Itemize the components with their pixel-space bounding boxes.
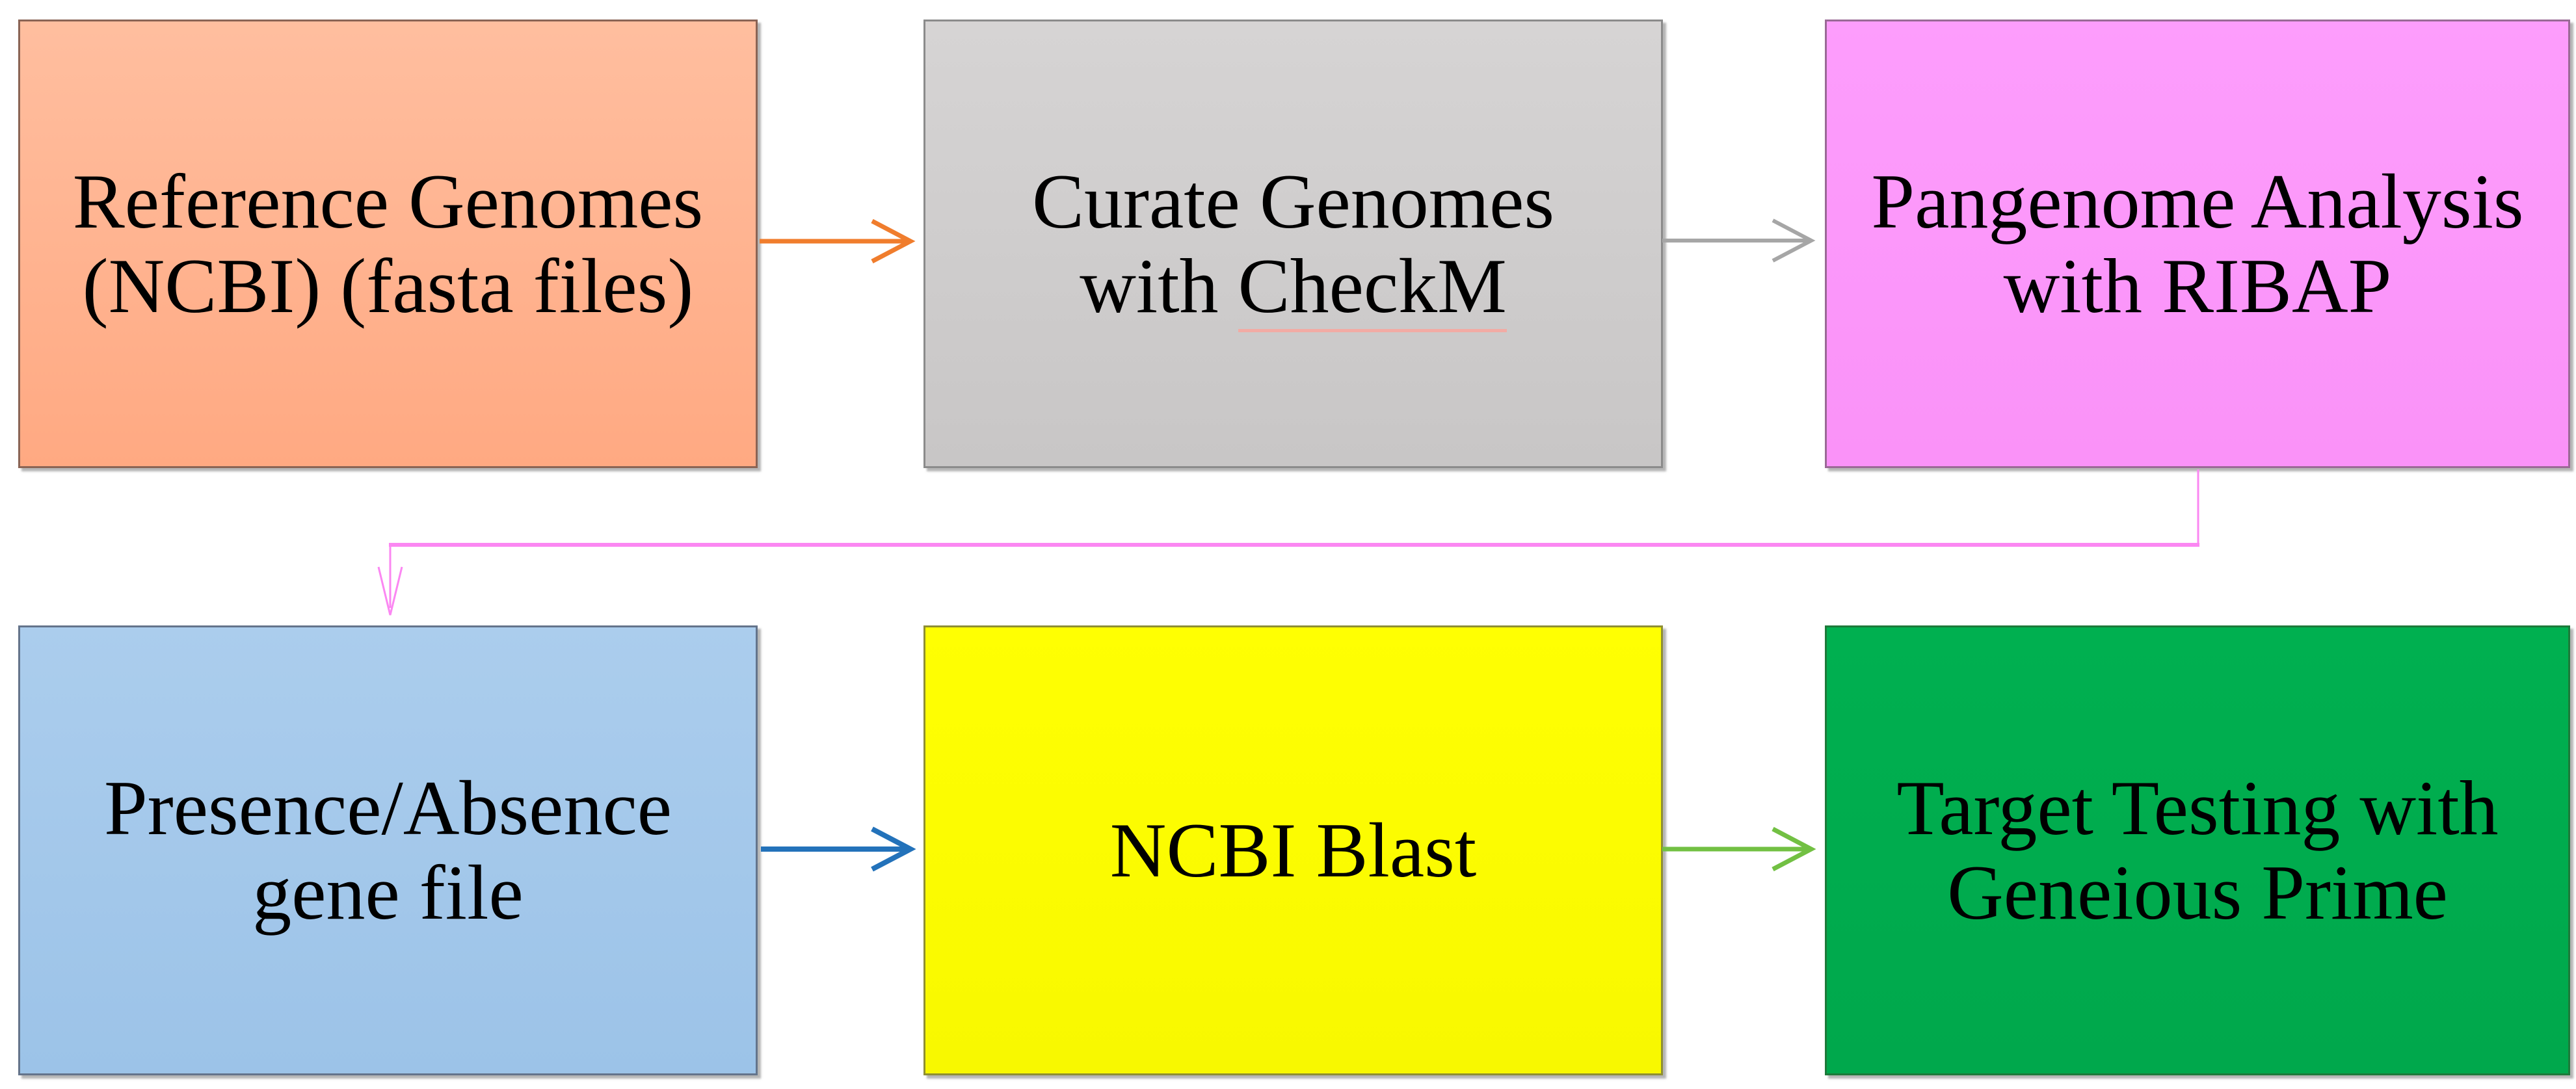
flow-box-curate-genomes: Curate Genomes with CheckM xyxy=(923,20,1663,468)
box-line-text: with xyxy=(1080,243,1238,329)
box-line: with CheckM xyxy=(1032,243,1554,332)
arrow-presence-to-blast-icon xyxy=(761,826,916,872)
flow-box-presence-absence: Presence/Absence gene file xyxy=(18,625,758,1075)
box-line: gene file xyxy=(252,849,524,936)
flow-box-target-testing: Target Testing with Geneious Prime xyxy=(1825,625,2570,1075)
box-line: with RIBAP xyxy=(2003,243,2392,329)
spellcheck-underlined-word: CheckM xyxy=(1238,243,1507,332)
box-label: Presence/Absence gene file xyxy=(98,766,678,934)
arrow-pangenome-to-presence-icon xyxy=(377,469,2199,616)
arrow-curate-to-pangenome-icon xyxy=(1662,218,1816,263)
flow-box-ncbi-blast: NCBI Blast xyxy=(923,625,1663,1075)
flow-box-pangenome-analysis: Pangenome Analysis with RIBAP xyxy=(1825,20,2570,468)
box-label: Curate Genomes with CheckM xyxy=(1026,158,1561,332)
box-line: Pangenome Analysis xyxy=(1871,158,2524,245)
box-label: Reference Genomes (NCBI) (fasta files) xyxy=(66,159,710,328)
flow-box-reference-genomes: Reference Genomes (NCBI) (fasta files) xyxy=(18,20,758,468)
box-line: Geneious Prime xyxy=(1947,849,2448,936)
box-label: Target Testing with Geneious Prime xyxy=(1890,766,2504,934)
box-label: NCBI Blast xyxy=(1104,808,1483,893)
box-line: Presence/Absence xyxy=(104,765,672,852)
arrow-reference-to-curate-icon xyxy=(760,218,916,264)
box-line: Reference Genomes xyxy=(72,158,704,245)
box-line: Curate Genomes xyxy=(1031,158,1555,245)
arrow-blast-to-target-icon xyxy=(1662,826,1816,872)
box-label: Pangenome Analysis with RIBAP xyxy=(1865,159,2530,328)
box-line: Target Testing with xyxy=(1896,765,2499,852)
box-line: NCBI Blast xyxy=(1109,807,1477,894)
box-line: (NCBI) (fasta files) xyxy=(82,243,694,329)
